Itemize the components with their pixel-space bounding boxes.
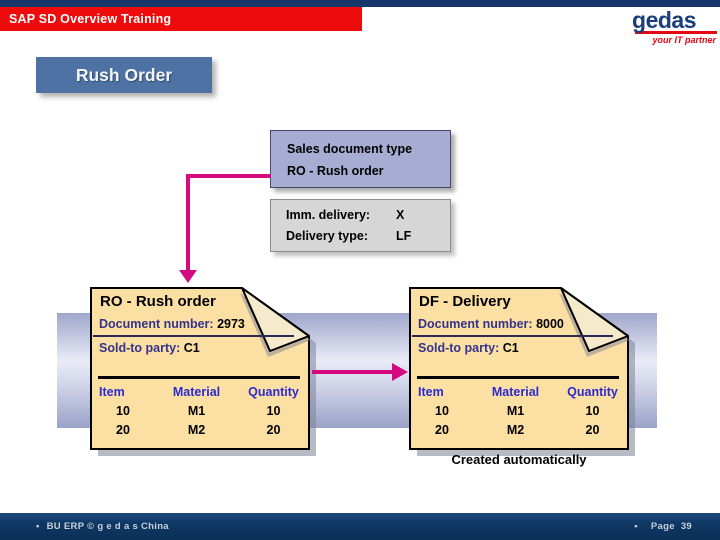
footer-page-number: 39 (680, 521, 692, 532)
doc-number-label: Document number: (418, 317, 533, 331)
col-header-quantity: Quantity (567, 385, 618, 399)
delivery-type-label: Delivery type: (286, 229, 368, 243)
doc-number-line: Document number: 2973 (99, 317, 245, 331)
gedas-logo-underline (635, 31, 717, 34)
top-navy-strip (0, 0, 720, 7)
settings-row-imm-delivery: Imm. delivery: X (286, 205, 450, 226)
sold-to-value: C1 (502, 341, 519, 355)
arrow-right-head-icon (392, 363, 408, 381)
table-cell: M1 (506, 404, 525, 418)
sales-document-type-box: Sales document type RO - Rush order (270, 130, 451, 188)
doc-number-line: Document number: 8000 (418, 317, 564, 331)
table-cell: 20 (585, 423, 600, 437)
footer-page-label: Page (650, 521, 675, 532)
settings-row-delivery-type: Delivery type: LF (286, 226, 450, 247)
doc-number-value: 2973 (217, 317, 245, 331)
flow-arrow-line (312, 370, 393, 374)
table-cell: M2 (187, 423, 206, 437)
gedas-logo: gedas your IT partner (588, 9, 718, 45)
doc-number-label: Document number: (99, 317, 214, 331)
table-cell: 20 (435, 423, 449, 437)
sold-to-line: Sold-to party: C1 (418, 341, 519, 355)
delivery-settings-box: Imm. delivery: X Delivery type: LF (270, 199, 451, 252)
header-title: SAP SD Overview Training (9, 12, 172, 26)
document-card-delivery: DF - Delivery Document number: 8000 Sold… (409, 287, 641, 463)
sales-doc-type-line2: RO - Rush order (287, 164, 384, 178)
elbow-arrow-horizontal-segment (188, 174, 271, 178)
table-cell: 20 (116, 423, 130, 437)
gedas-logo-text: gedas (632, 7, 696, 33)
footer-left: • BU ERP © g e d a s China (36, 521, 169, 532)
table-cell: 20 (266, 423, 281, 437)
doc-number-underline (93, 335, 294, 337)
footer-bar: • BU ERP © g e d a s China • Page 39 (0, 513, 720, 540)
doc-number-value: 8000 (536, 317, 564, 331)
col-header-material: Material (491, 385, 540, 399)
col-header-item: Item (418, 385, 444, 399)
items-table: Item Material Quantity 10 M1 10 20 M2 20 (409, 383, 629, 440)
slide-title: Rush Order (36, 57, 212, 93)
col-header-item: Item (99, 385, 125, 399)
document-paper (409, 287, 629, 450)
table-cell: M1 (187, 404, 206, 418)
sold-to-label: Sold-to party: (99, 341, 181, 355)
sold-to-value: C1 (183, 341, 200, 355)
table-separator-line (417, 376, 619, 379)
footer-bullet: • (36, 521, 40, 532)
items-table: Item Material Quantity 10 M1 10 20 M2 20 (90, 383, 310, 440)
delivery-type-value: LF (396, 229, 412, 243)
gedas-logo-tagline: your IT partner (652, 35, 716, 45)
header-title-bar: SAP SD Overview Training (0, 7, 362, 31)
sold-to-label: Sold-to party: (418, 341, 500, 355)
imm-delivery-value: X (396, 208, 405, 222)
document-card-rush-order: RO - Rush order Document number: 2973 So… (90, 287, 322, 463)
table-cell: 10 (435, 404, 449, 418)
doc-title: RO - Rush order (100, 293, 216, 310)
table-separator-line (98, 376, 300, 379)
table-cell: 10 (585, 404, 600, 418)
doc-number-underline (412, 335, 613, 337)
doc-title: DF - Delivery (419, 293, 511, 310)
elbow-arrow-vertical-segment (186, 174, 190, 270)
sales-doc-type-line1: Sales document type (287, 142, 413, 156)
table-cell: 10 (116, 404, 130, 418)
table-cell: 10 (266, 404, 281, 418)
col-header-material: Material (172, 385, 221, 399)
arrow-down-head-icon (179, 270, 197, 283)
table-cell: M2 (506, 423, 525, 437)
imm-delivery-label: Imm. delivery: (286, 208, 371, 222)
col-header-quantity: Quantity (248, 385, 299, 399)
created-automatically-caption: Created automatically (451, 452, 587, 467)
footer-page: • Page 39 (634, 521, 692, 532)
document-paper (90, 287, 310, 450)
sold-to-line: Sold-to party: C1 (99, 341, 200, 355)
footer-bullet: • (634, 521, 638, 532)
footer-left-text: BU ERP © g e d a s China (46, 521, 169, 532)
